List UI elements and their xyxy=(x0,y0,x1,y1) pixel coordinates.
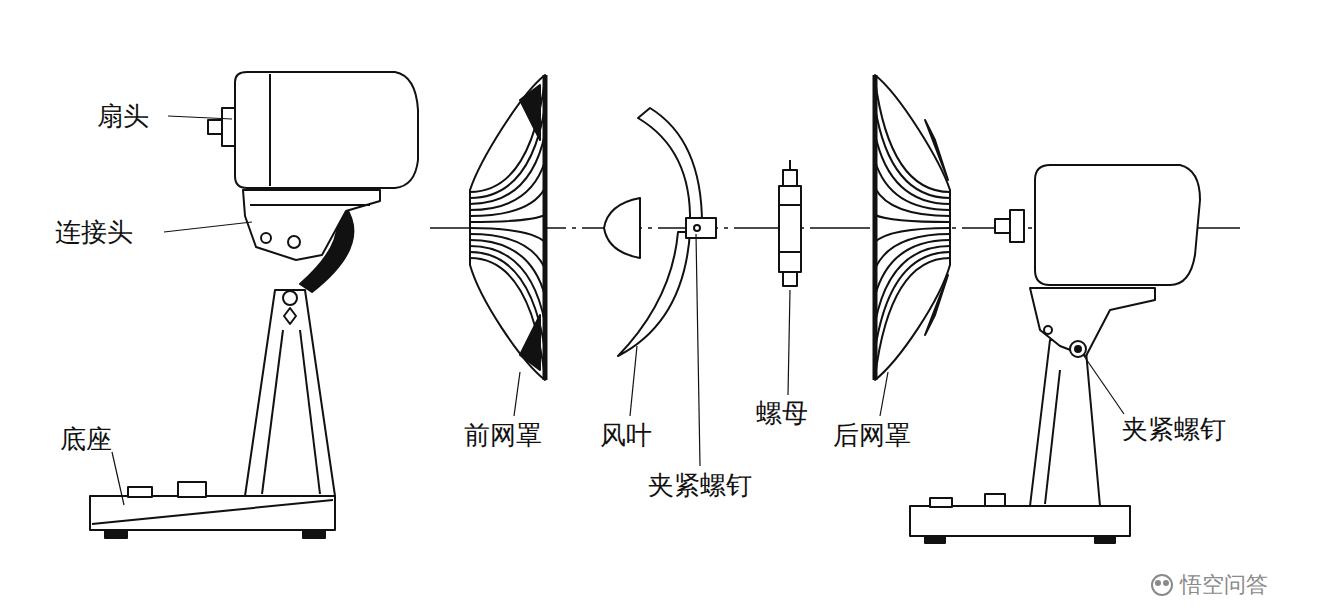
watermark: 悟空问答 xyxy=(1180,570,1268,600)
watermark-icon xyxy=(1152,575,1172,595)
rear-guard xyxy=(875,75,950,380)
fan-blade xyxy=(604,108,716,356)
part-label: 夹紧螺钉 xyxy=(648,470,752,500)
part-label: 前网罩 xyxy=(464,420,542,450)
part-label: 连接头 xyxy=(55,217,133,247)
nut xyxy=(779,160,801,286)
part-label: 夹紧螺钉 xyxy=(1122,414,1226,444)
front-guard xyxy=(470,75,545,380)
part-label: 扇头 xyxy=(97,101,149,131)
part-label: 后网罩 xyxy=(833,420,911,450)
leader-lines xyxy=(112,116,1124,505)
left-fan xyxy=(90,72,418,538)
part-label: 螺母 xyxy=(756,398,808,428)
part-label: 风叶 xyxy=(600,420,652,450)
part-label: 底座 xyxy=(60,424,112,454)
right-fan xyxy=(910,165,1200,543)
